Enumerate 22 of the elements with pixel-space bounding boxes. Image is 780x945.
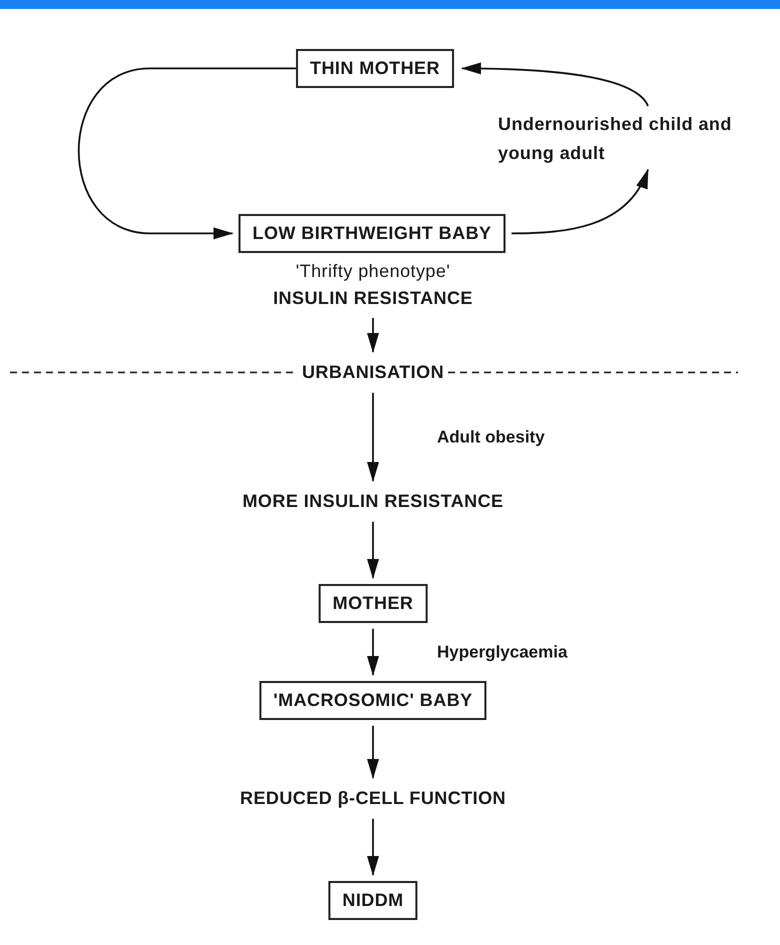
edge-label: Hyperglycaemia	[437, 641, 568, 664]
arrow	[78, 68, 296, 240]
stage-text: REDUCED β-CELL FUNCTION	[240, 784, 506, 813]
process-box: THIN MOTHER	[296, 49, 454, 88]
annotation-text: Undernourished child and young adult	[498, 110, 738, 168]
arrow	[367, 522, 379, 579]
stage-text: MORE INSULIN RESISTANCE	[242, 487, 504, 516]
arrow	[511, 168, 649, 234]
arrow	[367, 818, 379, 876]
process-box: 'MACROSOMIC' BABY	[259, 681, 487, 720]
arrow	[367, 628, 379, 676]
arrow	[367, 392, 379, 482]
stage-text: INSULIN RESISTANCE	[273, 287, 473, 310]
arrow	[367, 318, 379, 353]
arrow	[367, 726, 379, 779]
process-box: MOTHER	[318, 584, 428, 623]
arrow	[460, 62, 649, 107]
caption-text: 'Thrifty phenotype'	[296, 260, 450, 283]
process-box: NIDDM	[328, 881, 418, 920]
stage-text: URBANISATION	[302, 358, 444, 387]
edge-label: Adult obesity	[437, 426, 545, 448]
process-box: LOW BIRTHWEIGHT BABY	[238, 214, 506, 253]
